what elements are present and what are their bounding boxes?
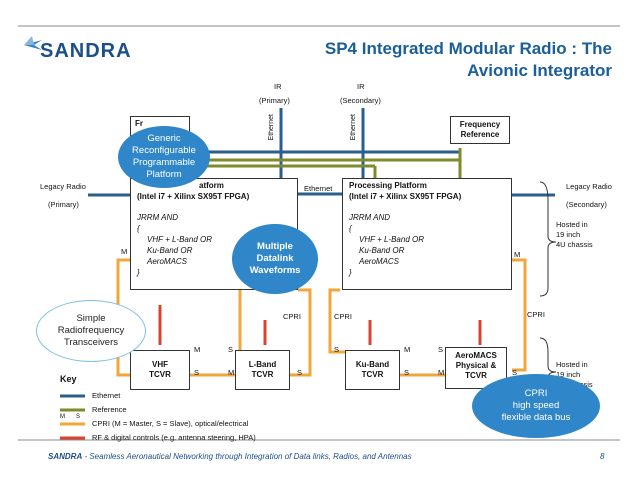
title-line1: SP4 Integrated Modular Radio : The: [324, 39, 612, 58]
ir-secondary-label: IR: [357, 82, 365, 91]
footer-description: - Seamless Aeronautical Networking throu…: [82, 452, 412, 461]
legacy-secondary-line2: (Secondary): [566, 200, 607, 209]
ms-m-3: M: [404, 345, 411, 354]
legacy-primary-line1: Legacy Radio: [40, 182, 86, 191]
ms-s-2: S: [194, 368, 200, 377]
aeromacs-l1: AeroMACS: [455, 351, 497, 360]
lband-l2: TCVR: [251, 370, 274, 379]
footer-text: SANDRA - Seamless Aeronautical Networkin…: [48, 452, 412, 461]
cpri-bus-bubble: CPRI high speed flexible data bus: [472, 374, 600, 438]
hosted1-l3: 4U chassis: [556, 240, 593, 249]
kuband-l1: Ku-Band: [355, 360, 390, 369]
ms-s-5: S: [438, 345, 444, 354]
ir-secondary-sub: (Secondary): [340, 96, 381, 105]
ms-s-6: S: [404, 368, 410, 377]
right-platform-subtitle: (Intel i7 + Xilinx SX95T FPGA): [349, 192, 462, 201]
page-number: 8: [600, 452, 605, 461]
cpri-label-a: CPRI: [283, 312, 301, 321]
kuband-l2: TCVR: [361, 370, 384, 379]
freq-right-line2: Reference: [460, 130, 500, 139]
generic-platform-bubble: Generic Reconfigurable Programmable Plat…: [118, 126, 210, 188]
cpri-bubble-l3: flexible data bus: [501, 412, 571, 423]
simple-transceivers-bubble: Simple Radiofrequency Transceivers: [36, 300, 146, 362]
key-m: M: [60, 414, 65, 420]
key-title: Key: [60, 374, 77, 384]
kuband-tcvr: Ku-Band TCVR: [345, 350, 400, 390]
aeromacs-l2: Physical &: [455, 361, 497, 370]
key-cpri: CPRI (M = Master, S = Slave), optical/el…: [92, 419, 249, 428]
left-platform-l5: AeroMACS: [147, 257, 188, 266]
freq-left-label: Fr: [135, 119, 143, 128]
key-reference: Reference: [92, 405, 127, 414]
key-rf: RF & digital controls (e.g. antenna stee…: [92, 433, 256, 442]
page-title: SP4 Integrated Modular Radio : The Avion…: [232, 38, 612, 82]
ethernet-vertical-left: Ethernet: [268, 114, 275, 141]
ir-primary-label: IR: [274, 82, 282, 91]
right-platform-l2: {: [349, 224, 352, 233]
legacy-primary-line2: (Primary): [48, 200, 79, 209]
cpri-bubble-l2: high speed: [512, 400, 560, 411]
lband-tcvr: L-Band TCVR: [235, 350, 290, 390]
cpri-label-c: CPRI: [527, 310, 545, 319]
ms-s-4: S: [334, 345, 340, 354]
ethernet-mid-label: Ethernet: [304, 184, 333, 193]
ms-m-1: M: [194, 345, 201, 354]
title-line2: Avionic Integrator: [467, 61, 612, 80]
m-marker-right: M: [514, 250, 521, 259]
vhf-l2: TCVR: [149, 370, 171, 379]
right-platform-l6: }: [349, 268, 352, 277]
key-ethernet: Ethernet: [92, 391, 121, 400]
right-platform-l4: Ku-Band OR: [359, 246, 405, 255]
processing-platform-secondary: Processing Platform (Intel i7 + Xilinx S…: [342, 178, 512, 290]
left-platform-l2: {: [137, 224, 140, 233]
left-platform-title: atform: [199, 181, 224, 190]
aeromacs-l3: TCVR: [465, 371, 487, 380]
right-platform-l1: JRRM AND: [349, 213, 391, 222]
freq-right-line1: Frequency: [459, 120, 501, 129]
left-platform-subtitle: (Intel i7 + Xilinx SX95T FPGA): [137, 192, 250, 201]
cpri-bubble-l1: CPRI: [524, 388, 548, 399]
vhf-l1: VHF: [152, 360, 168, 369]
ms-s-1: S: [228, 345, 234, 354]
hosted2-l2: 19 inch: [556, 370, 581, 379]
frequency-reference-right: Frequency Reference: [450, 116, 510, 144]
hosted2-l1: Hosted in: [556, 360, 588, 369]
sandra-logo-icon: [24, 36, 42, 50]
left-platform-l6: }: [137, 268, 140, 277]
right-platform-title: Processing Platform: [349, 181, 427, 190]
hosted1-l1: Hosted in: [556, 220, 588, 229]
ms-s-7: S: [512, 368, 518, 377]
ms-m-4: M: [438, 368, 445, 377]
footer-brand: SANDRA: [48, 452, 83, 461]
logo-text: SANDRA: [40, 40, 132, 62]
ethernet-vertical-right: Ethernet: [350, 114, 357, 141]
legacy-secondary-line1: Legacy Radio: [566, 182, 612, 191]
right-platform-l3: VHF + L-Band OR: [359, 235, 424, 244]
right-platform-l5: AeroMACS: [359, 257, 400, 266]
left-platform-l3: VHF + L-Band OR: [147, 235, 212, 244]
ms-s-3: S: [297, 368, 303, 377]
m-marker-left: M: [121, 247, 128, 256]
multiple-waveforms-bubble: Multiple Datalink Waveforms: [232, 224, 318, 294]
key-s: S: [76, 414, 81, 420]
hosted-note-1: Hosted in 19 inch 4U chassis: [556, 220, 593, 250]
left-platform-l4: Ku-Band OR: [147, 246, 193, 255]
ms-m-2: M: [228, 368, 235, 377]
cpri-label-b: CPRI: [334, 312, 352, 321]
hosted1-l2: 19 inch: [556, 230, 581, 239]
vhf-tcvr: VHF TCVR: [130, 350, 190, 390]
left-platform-l1: JRRM AND: [137, 213, 179, 222]
lband-l1: L-Band: [248, 360, 277, 369]
ir-primary-sub: (Primary): [259, 96, 290, 105]
